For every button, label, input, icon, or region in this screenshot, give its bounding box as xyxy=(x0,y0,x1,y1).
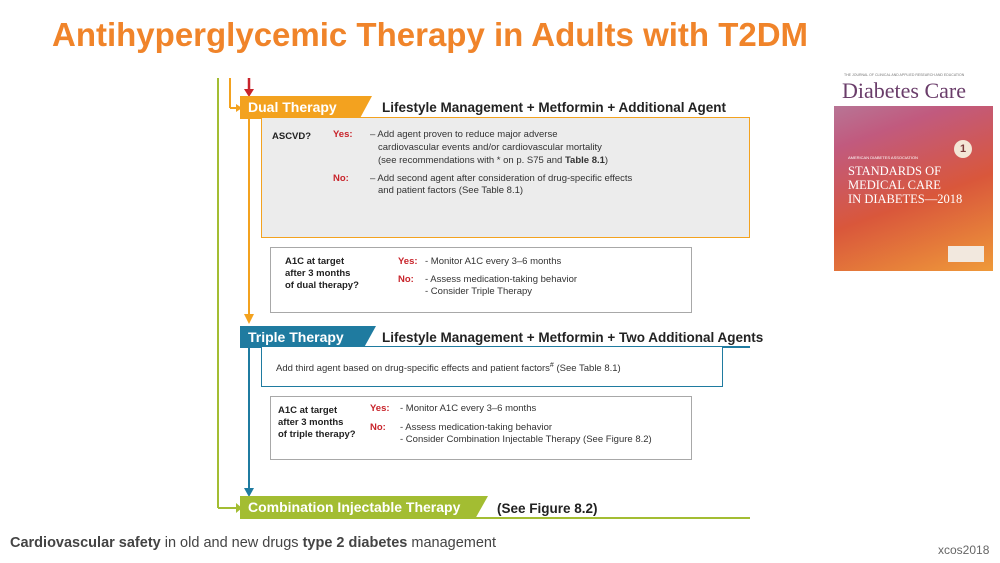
cover-standards-title: STANDARDS OF MEDICAL CARE IN DIABETES—20… xyxy=(848,164,962,206)
dual-therapy-subtitle: Lifestyle Management + Metformin + Addit… xyxy=(382,100,727,115)
dual-therapy-label: Dual Therapy xyxy=(248,99,337,115)
combo-bracket-arrowhead xyxy=(236,503,242,513)
ascvd-no-label: No: xyxy=(333,173,349,184)
triple-a1c-no-label: No: xyxy=(370,422,386,433)
ascvd-yes-label: Yes: xyxy=(333,129,353,140)
dual-ascvd-box xyxy=(261,118,750,238)
combo-therapy-label: Combination Injectable Therapy xyxy=(248,499,461,515)
slide-credit: xcos2018 xyxy=(938,543,990,557)
triple-therapy-subtitle: Lifestyle Management + Metformin + Two A… xyxy=(382,330,764,345)
triple-a1c-q3: of triple therapy? xyxy=(278,429,356,440)
footnote-part4: management xyxy=(407,535,497,551)
ascvd-yes-line3: (see recommendations with * on p. S75 an… xyxy=(378,155,608,167)
cover-ada-text: AMERICAN DIABETES ASSOCIATION xyxy=(848,155,918,160)
dual-to-triple-arrowhead xyxy=(244,314,254,324)
triple-agent-text: Add third agent based on drug-specific e… xyxy=(276,360,621,375)
footnote-part3: type 2 diabetes xyxy=(302,535,408,551)
dual-a1c-q1: A1C at target xyxy=(285,256,345,267)
ascvd-yes-line1: – Add agent proven to reduce major adver… xyxy=(370,129,558,140)
dual-a1c-no-label: No: xyxy=(398,274,414,285)
triple-a1c-yes-label: Yes: xyxy=(370,403,390,414)
ascvd-yes-line3-close: ) xyxy=(604,155,609,166)
dual-a1c-q2: after 3 months xyxy=(285,268,351,279)
cover-header-band xyxy=(834,72,993,106)
dual-a1c-no-2: - Consider Triple Therapy xyxy=(425,286,533,297)
triple-agent-tail: (See Table 8.1) xyxy=(553,363,621,375)
cover-line1: STANDARDS OF xyxy=(848,164,942,178)
triple-therapy-header: Triple Therapy xyxy=(240,326,376,348)
dual-a1c-yes-text: - Monitor A1C every 3–6 months xyxy=(425,256,562,267)
slide-footnote: Cardiovascular safety in old and new dru… xyxy=(10,535,496,551)
triple-agent-main: Add third agent based on drug-specific e… xyxy=(276,363,550,375)
cover-issue-badge: 1 xyxy=(954,140,972,158)
cover-ada-logo xyxy=(948,246,984,262)
footnote-part1: Cardiovascular safety xyxy=(10,535,161,551)
triple-therapy-label: Triple Therapy xyxy=(248,329,344,345)
cover-line2: MEDICAL CARE xyxy=(848,178,941,192)
cover-line3: IN DIABETES—2018 xyxy=(848,192,963,206)
ascvd-no-line2: and patient factors (See Table 8.1) xyxy=(378,185,524,196)
footnote-part2: in old and new drugs xyxy=(160,535,303,551)
triple-a1c-q2: after 3 months xyxy=(278,417,344,428)
cover-small-text: THE JOURNAL OF CLINICAL AND APPLIED RESE… xyxy=(844,73,965,77)
dual-bracket-arrowhead xyxy=(236,104,242,112)
dual-a1c-yes-label: Yes: xyxy=(398,256,418,267)
dual-a1c-box xyxy=(270,247,692,313)
cover-masthead: Diabetes Care xyxy=(842,78,966,103)
ascvd-yes-line3-text: (see recommendations with * on p. S75 an… xyxy=(378,155,565,166)
table-8-1-ref: Table 8.1 xyxy=(564,155,605,166)
triple-a1c-no-1: - Assess medication-taking behavior xyxy=(400,422,553,433)
dual-a1c-no-1: - Assess medication-taking behavior xyxy=(425,274,578,285)
triple-agent-footnote-mark: # xyxy=(549,362,554,369)
triple-to-combo-arrowhead xyxy=(244,488,254,497)
ascvd-yes-line2: cardiovascular events and/or cardiovascu… xyxy=(378,142,602,153)
triple-a1c-box xyxy=(270,396,692,460)
journal-cover-image: THE JOURNAL OF CLINICAL AND APPLIED RESE… xyxy=(834,72,993,271)
triple-a1c-yes-text: - Monitor A1C every 3–6 months xyxy=(400,403,537,414)
ascvd-question: ASCVD? xyxy=(272,131,312,142)
dual-therapy-header: Dual Therapy xyxy=(240,96,372,118)
combo-see-figure: (See Figure 8.2) xyxy=(497,501,598,516)
triple-agent-box xyxy=(261,347,723,387)
triple-a1c-no-2: - Consider Combination Injectable Therap… xyxy=(400,434,652,445)
slide-title: Antihyperglycemic Therapy in Adults with… xyxy=(52,16,809,53)
incoming-arrowhead xyxy=(244,89,254,97)
combo-therapy-header: Combination Injectable Therapy xyxy=(240,496,488,518)
dual-a1c-q3: of dual therapy? xyxy=(285,280,359,291)
triple-a1c-q1: A1C at target xyxy=(278,405,338,416)
ascvd-no-line1: – Add second agent after consideration o… xyxy=(370,173,633,184)
